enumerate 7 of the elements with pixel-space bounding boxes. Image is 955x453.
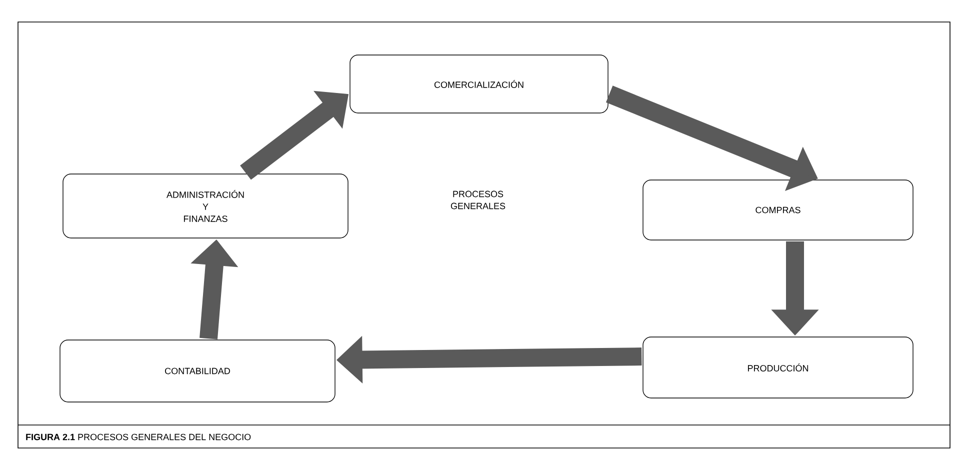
figure-caption: FIGURA 2.1 PROCESOS GENERALES DEL NEGOCIO bbox=[26, 434, 251, 440]
process-box: CONTABILIDAD bbox=[60, 340, 336, 402]
process-box: ADMINISTRACIÓN Y FINANZAS bbox=[62, 174, 348, 238]
process-box: COMERCIALIZACIÓN bbox=[350, 54, 608, 114]
center-label: PROCESOS GENERALES bbox=[450, 190, 506, 210]
process-box: PRODUCCIÓN bbox=[642, 336, 914, 398]
process-box: COMPRAS bbox=[642, 180, 914, 240]
